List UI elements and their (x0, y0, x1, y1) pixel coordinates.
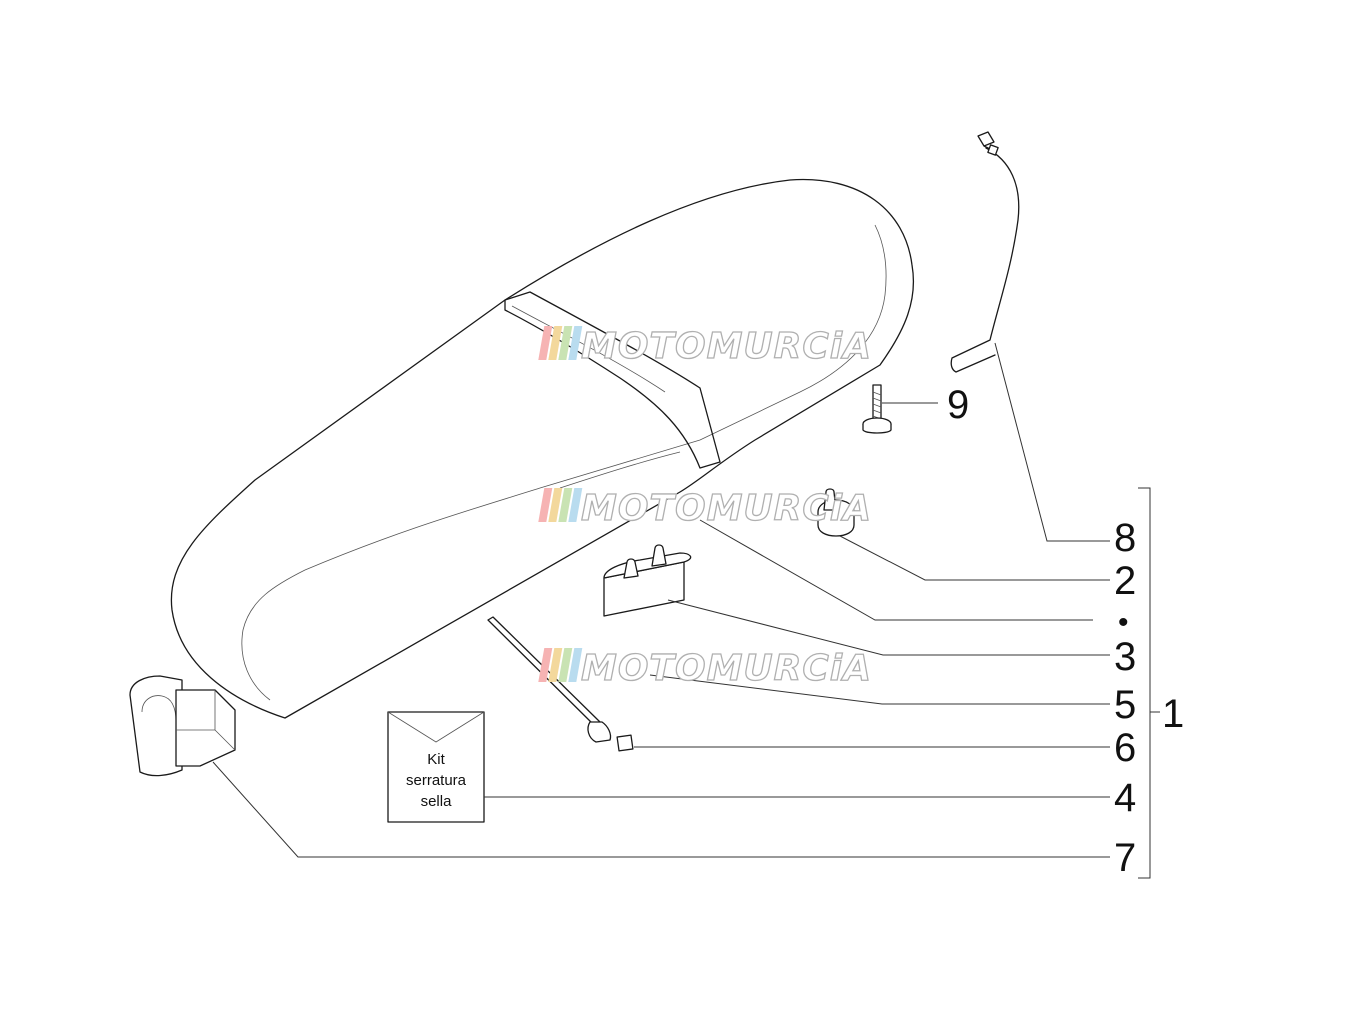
screw-thread (872, 391, 882, 420)
watermark-middle: MOTOMURCiA (538, 487, 872, 530)
watermark-bottom: MOTOMURCiA (538, 647, 872, 690)
kit-label-line1: Kit (427, 751, 445, 768)
kit-label-line3: sella (421, 793, 453, 810)
watermark-top: MOTOMURCiA (538, 325, 872, 368)
watermark-text: MOTOMURCiA (581, 326, 872, 367)
watermark-stripe-4 (568, 326, 583, 360)
watermark-stripe-3 (558, 326, 573, 360)
callout-7: 7 (1114, 836, 1136, 880)
callout-5: 5 (1114, 683, 1136, 727)
rubber-buffer-single (817, 488, 855, 537)
callout-2: 2 (1114, 559, 1136, 603)
cable-tie-head (616, 734, 634, 752)
callout-4: 4 (1114, 776, 1136, 820)
watermark-stripe-3 (558, 488, 573, 522)
leader-3 (667, 599, 1110, 656)
lock-body-edge (176, 690, 236, 751)
screw (862, 384, 892, 434)
lock-body (175, 689, 236, 767)
rubber-buffer-double (603, 544, 692, 617)
seat-inner-line (241, 224, 887, 701)
seat-strap-stitch (511, 305, 666, 393)
watermark-stripe-2 (548, 488, 563, 522)
leader-2 (839, 535, 1110, 581)
callout-3: 3 (1114, 635, 1136, 679)
leader-7 (212, 761, 1110, 858)
callout-6: 6 (1114, 726, 1136, 770)
cable-tie-clip (587, 721, 612, 743)
screw-shank (872, 384, 882, 421)
buffer-peg-left (623, 558, 639, 579)
callout-1: 1 (1162, 692, 1184, 736)
watermark-stripe-1 (538, 488, 553, 522)
leader-8 (994, 342, 1110, 542)
callout-9: 9 (947, 383, 969, 427)
watermark-text: MOTOMURCiA (581, 488, 872, 529)
watermark-text: MOTOMURCiA (581, 648, 872, 689)
leader-5 (649, 674, 1110, 705)
callout-dot: • (1118, 606, 1129, 639)
seat-strap (504, 291, 721, 469)
watermark-stripe-1 (538, 648, 553, 682)
watermark-stripe-1 (538, 326, 553, 360)
screw-head-side (862, 424, 892, 434)
envelope-flap (387, 711, 485, 743)
cable-tie (487, 616, 634, 752)
leader-dot (699, 519, 1093, 621)
lock-housing (129, 675, 236, 777)
cable (950, 131, 1020, 373)
watermark-stripe-4 (568, 648, 583, 682)
seat-outline (170, 178, 915, 719)
leader-lines (212, 342, 1160, 879)
watermark-stripe-4 (568, 488, 583, 522)
envelope-body (387, 711, 485, 823)
watermark-stripe-2 (548, 648, 563, 682)
callout-numbers: 9 8 2 • 3 5 6 4 7 1 (947, 383, 1184, 880)
cable-line (950, 147, 1020, 373)
lock-hood (129, 675, 183, 777)
watermark-stripe-3 (558, 648, 573, 682)
kit-envelope: Kit serratura sella (387, 711, 485, 823)
seat (170, 178, 915, 719)
callout-8: 8 (1114, 516, 1136, 560)
seat-crease (559, 451, 681, 489)
watermark-stripe-2 (548, 326, 563, 360)
cable-sleeve (987, 144, 999, 156)
group-bracket (1138, 487, 1160, 879)
buffer-peg (823, 488, 837, 511)
buffer-peg-right (651, 544, 667, 567)
kit-label-line2: serratura (406, 772, 467, 789)
